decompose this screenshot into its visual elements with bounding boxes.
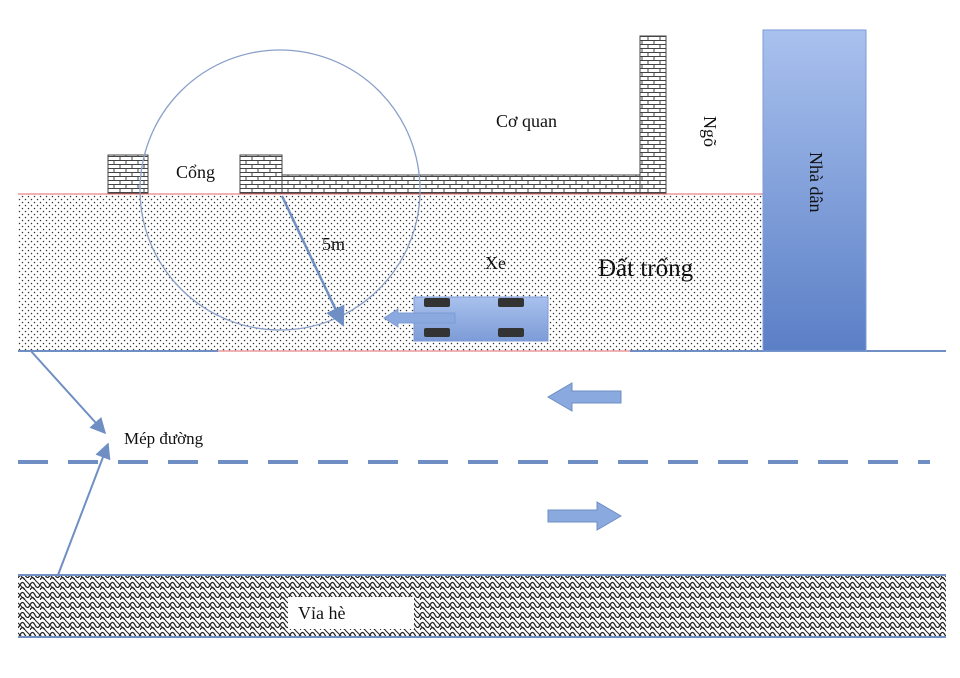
car-label: Xe — [485, 253, 506, 273]
sidewalk-area — [18, 575, 946, 637]
vacant-land-label: Đất trống — [598, 255, 694, 282]
radius-arrow — [280, 195, 345, 327]
alley-label: Ngõ — [700, 116, 720, 147]
radius-label: 5m — [322, 234, 345, 254]
road-edge-pointer-bottom — [57, 442, 111, 576]
radius-circle — [139, 49, 421, 331]
house-block — [762, 29, 867, 352]
gate-pillar-left — [107, 154, 149, 194]
house-label: Nhà dân — [806, 152, 826, 212]
road-edge-label: Mép đường — [124, 429, 204, 448]
car-wheel — [498, 298, 524, 307]
sidewalk-label-box — [288, 597, 414, 629]
agency-label: Cơ quan — [496, 111, 557, 131]
car — [383, 296, 549, 342]
car-wheel — [424, 298, 450, 307]
gate-label: Cổng — [176, 162, 215, 182]
road-edge-pointer-top — [29, 349, 107, 435]
vacant-land-area — [18, 194, 763, 351]
gate-pillar-right — [239, 154, 283, 194]
car-wheel — [424, 328, 450, 337]
lane-arrow-right — [547, 501, 622, 531]
agency-wall — [281, 174, 643, 194]
lane-arrow-left — [547, 382, 622, 412]
car-wheel — [498, 328, 524, 337]
sidewalk-label: Vỉa hè — [298, 603, 345, 623]
car-direction-arrow — [383, 308, 456, 328]
agency-wall-vertical — [639, 35, 667, 194]
